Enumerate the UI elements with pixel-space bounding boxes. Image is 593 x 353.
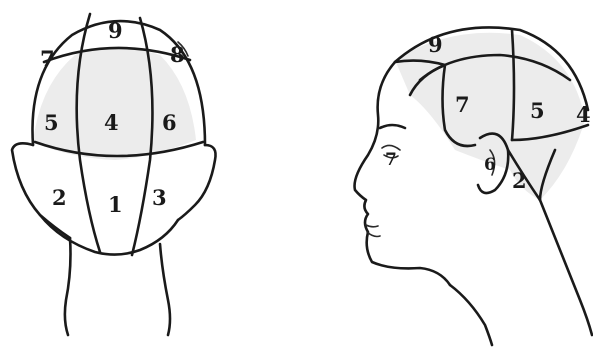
back-view-head: 9 8 7 5 4 6 2 1 3 <box>12 14 216 335</box>
side-section-2: 2 <box>512 168 527 193</box>
side-section-9: 9 <box>428 32 443 57</box>
back-section-9: 9 <box>108 18 123 43</box>
side-view-head: 9 7 5 4 6 2 7 <box>355 27 592 345</box>
back-section-7: 7 <box>40 46 55 71</box>
side-section-7: 7 <box>455 92 470 117</box>
back-section-8: 8 <box>170 42 185 67</box>
side-section-4: 4 <box>576 102 591 127</box>
back-section-1: 1 <box>108 192 123 217</box>
back-section-4: 4 <box>104 110 119 135</box>
side-section-6: 6 <box>484 155 496 175</box>
side-section-5: 5 <box>530 98 545 123</box>
side-section-7-face: 7 <box>385 150 397 170</box>
back-section-5: 5 <box>44 110 59 135</box>
back-section-2: 2 <box>52 185 67 210</box>
back-section-6: 6 <box>162 110 177 135</box>
back-section-3: 3 <box>152 185 167 210</box>
